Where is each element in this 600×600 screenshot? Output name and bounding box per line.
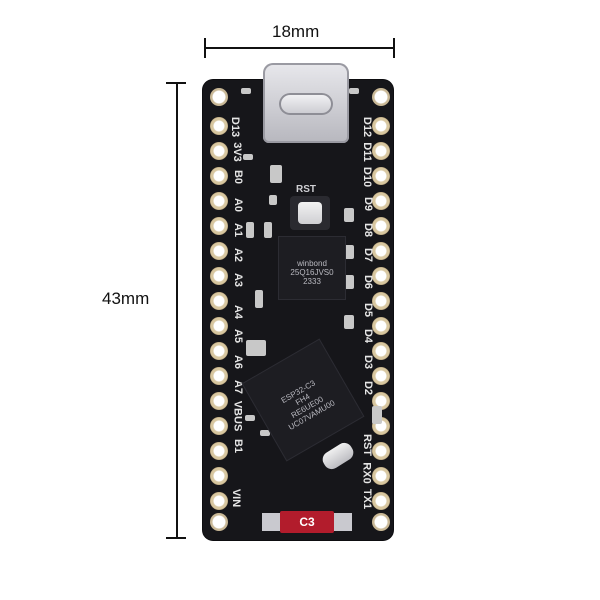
pin-pad [372,217,390,235]
pin-label: A4 [232,304,245,320]
pin-label: D10 [361,166,374,188]
pin-label: VBUS [231,400,244,432]
pin-pad [210,492,228,510]
pin-label: A6 [232,354,245,370]
pin-pad [210,342,228,360]
pin-label: RST [361,434,373,456]
pin-pad [372,117,390,135]
height-dimension-tick-top [166,82,186,84]
reset-button-cap[interactable] [298,202,322,224]
pin-pad [210,267,228,285]
pin-label: D3 [362,354,375,370]
pin-pad [372,167,390,185]
pin-label: D2 [362,380,375,396]
pin-pad [210,217,228,235]
pin-label: B0 [232,169,245,185]
pin-pad [210,317,228,335]
pin-pad [372,142,390,160]
pin-label: D5 [362,302,375,318]
smd-component [260,430,270,436]
mounting-hole-bottom-right [372,513,390,531]
pin-pad [210,117,228,135]
smd-component [269,195,277,205]
pin-label: D13 [229,116,242,138]
width-dimension-label: 18mm [272,22,320,41]
pin-label: A0 [232,197,245,213]
pin-label: VIN [230,488,243,508]
pin-label: A2 [232,247,245,263]
mounting-hole-bottom-left [210,513,228,531]
pin-label: B1 [232,438,245,454]
width-dimension-tick-left [204,38,206,58]
smd-component [372,406,382,424]
reset-button[interactable] [290,196,330,230]
usb-c-opening [279,93,333,115]
pin-pad [372,317,390,335]
height-dimension-line [176,83,178,538]
smd-component [264,222,272,238]
smd-component [255,290,263,308]
width-dimension-line [205,47,394,49]
pin-label: A3 [232,272,245,288]
smd-component [349,88,359,94]
width-dimension-tick-right [393,38,395,58]
smd-component [344,208,354,222]
pin-pad [372,242,390,260]
pin-label: TX1 [361,488,374,510]
pin-label: D11 [360,142,373,162]
pin-pad [372,492,390,510]
pin-pad [372,292,390,310]
pin-pad [210,367,228,385]
pin-pad [372,192,390,210]
height-dimension-tick-bottom [166,537,186,539]
mounting-hole-top-right [372,88,390,106]
pin-pad [210,242,228,260]
pin-pad [372,267,390,285]
pin-label: 3V3 [230,142,243,162]
pin-label: RX0 [360,462,373,484]
pin-pad [210,392,228,410]
smd-component [344,275,354,289]
pin-label: A1 [232,222,245,238]
pin-pad [372,392,390,410]
pin-pad [210,192,228,210]
pin-pad [372,342,390,360]
pin-pad [210,442,228,460]
pin-label: D4 [362,328,375,344]
height-dimension-label: 43mm [102,289,150,308]
smd-component [243,154,253,160]
pin-label: A5 [232,328,245,344]
pin-label: D6 [362,274,375,290]
pin-pad [210,467,228,485]
pin-pad [372,467,390,485]
reset-button-label: RST [296,184,316,195]
smd-component [344,245,354,259]
pin-label: D12 [361,116,374,138]
mounting-hole-top-left [210,88,228,106]
esp32-c3-board [203,80,393,540]
smd-component [246,340,266,356]
smd-component [245,415,255,421]
usb-c-port [263,63,349,143]
pin-label: D9 [362,196,375,212]
pin-pad [210,142,228,160]
pin-pad [210,417,228,435]
pin-label: D8 [362,222,375,238]
model-tag: C3 [280,511,334,533]
smd-component [241,88,251,94]
mcu-chip-text: ESP32-C3 FH4 RE6UE00 UC07VAMU00 [279,378,337,433]
flash-chip: winbond 25Q16JVS0 2333 [278,236,346,300]
smd-component [246,222,254,238]
flash-chip-text: winbond 25Q16JVS0 2333 [290,259,334,286]
pin-pad [372,367,390,385]
pin-pad [210,292,228,310]
smd-component [344,315,354,329]
pin-label: D7 [362,247,375,263]
smd-component [270,165,282,183]
pin-pad [372,442,390,460]
pin-pad [210,167,228,185]
